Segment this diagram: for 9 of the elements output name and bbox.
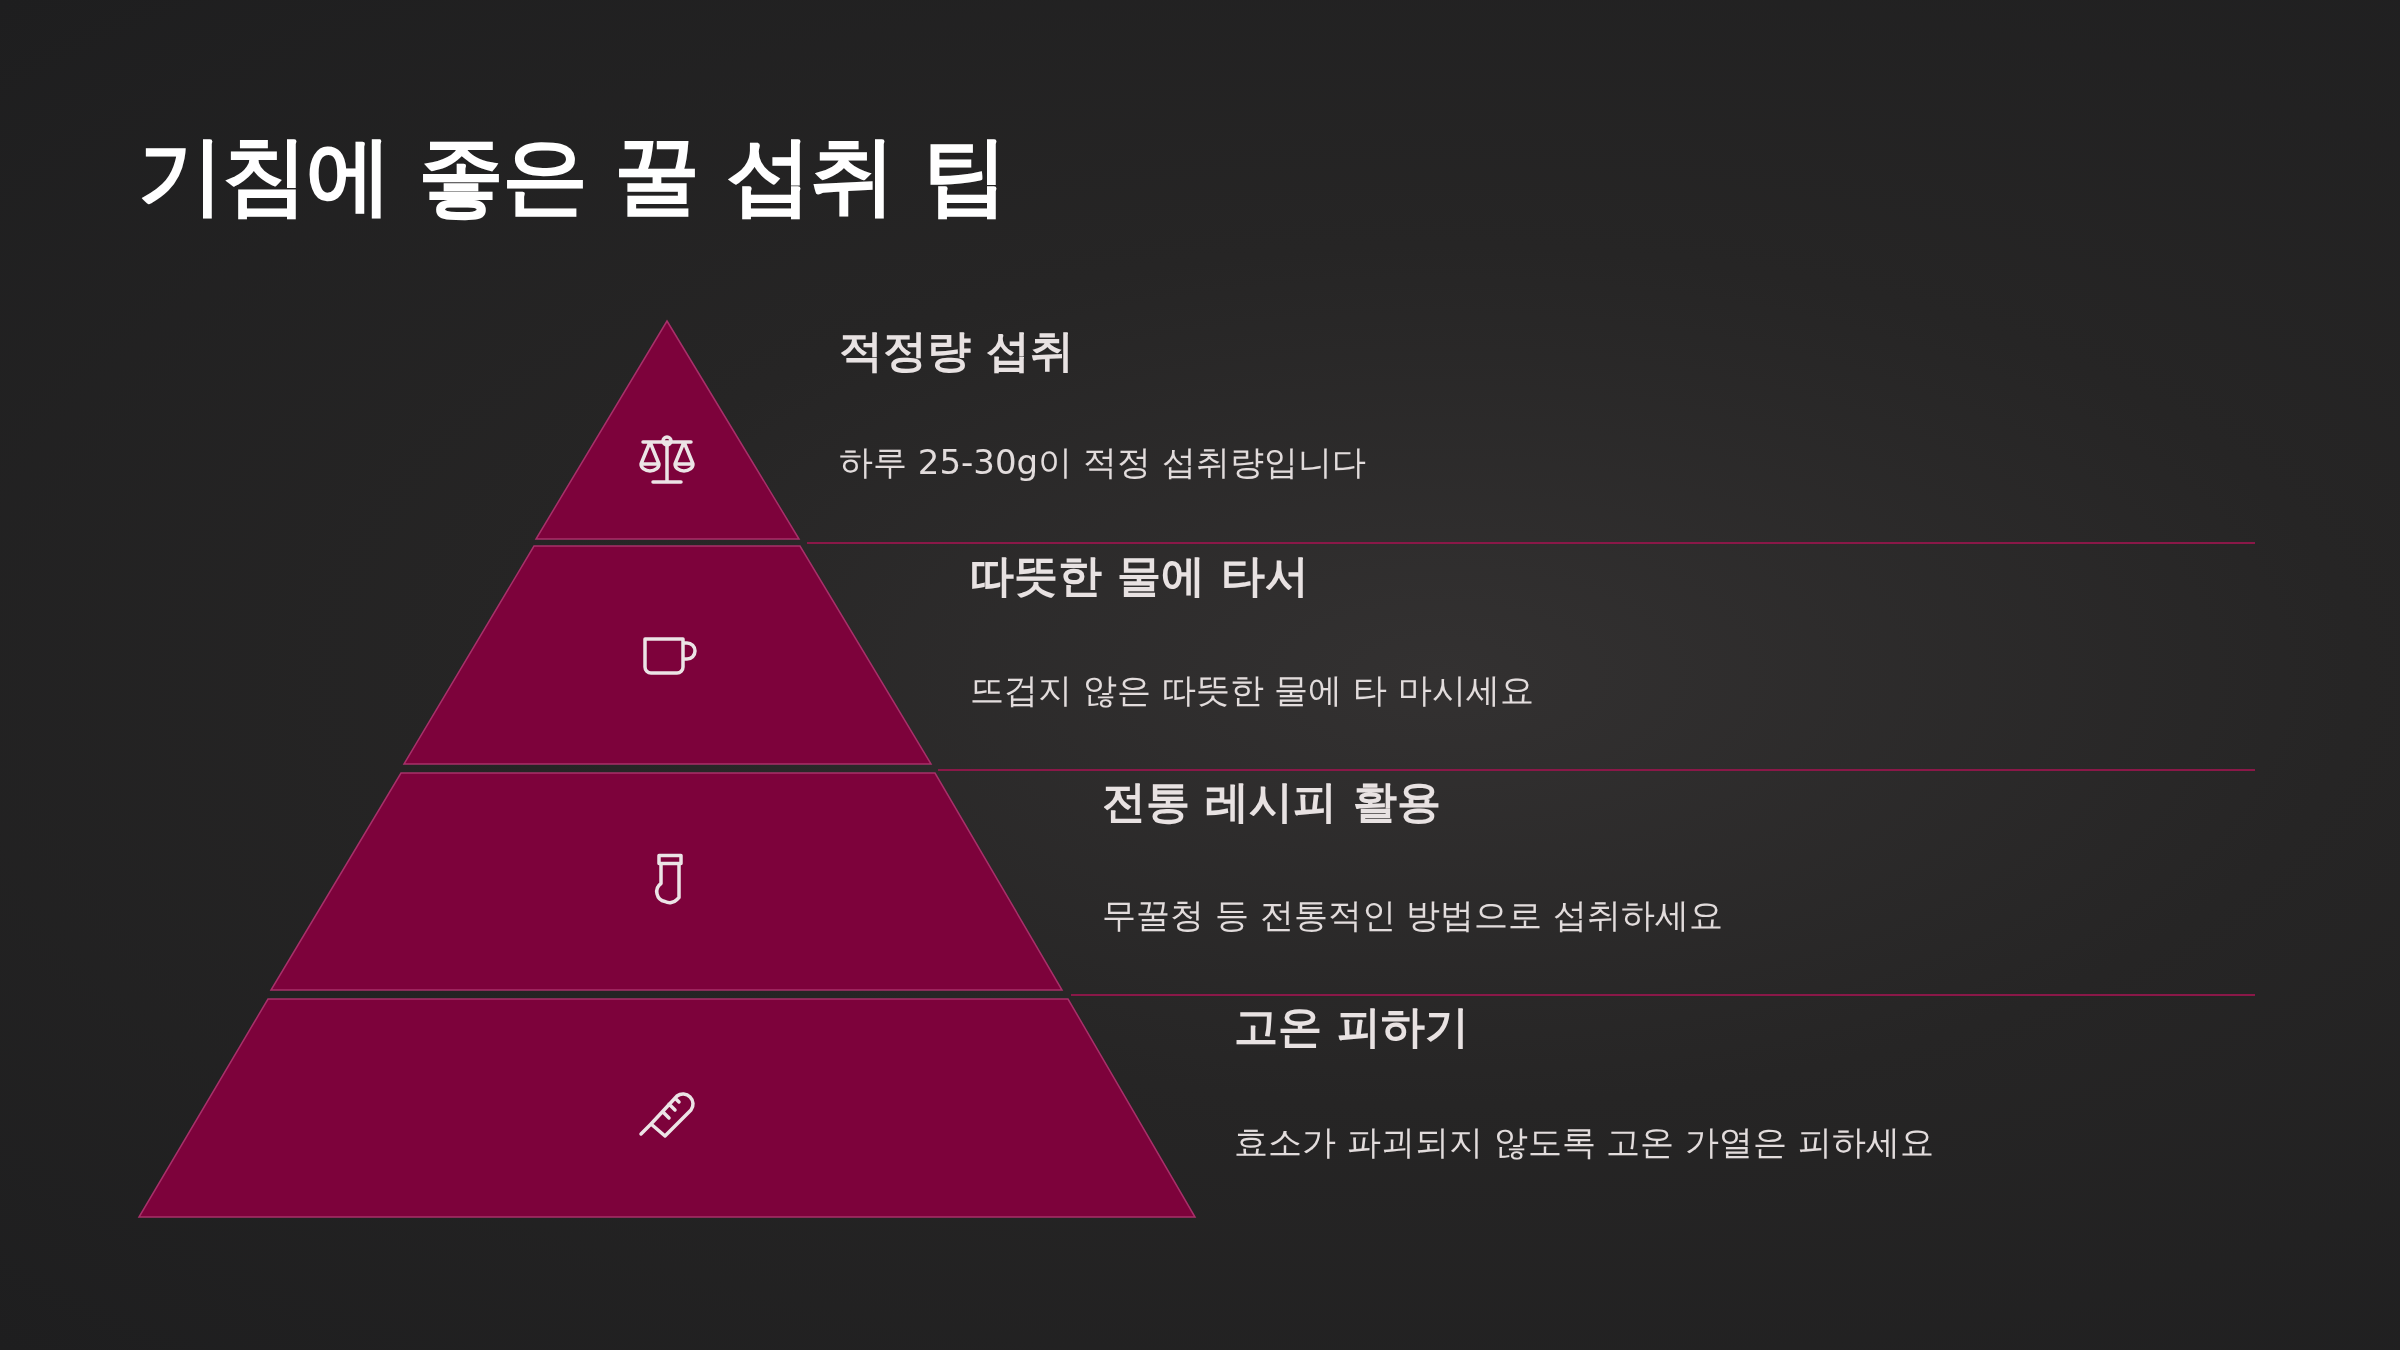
tier-heading: 고온 피하기 xyxy=(1234,1000,1470,1054)
tier-heading: 따뜻한 물에 타서 xyxy=(970,549,1309,603)
tier-description: 무꿀청 등 전통적인 방법으로 섭취하세요 xyxy=(1102,894,1724,937)
tier-description: 하루 25-30g이 적정 섭취량입니다 xyxy=(839,441,1366,484)
tier-heading: 적정량 섭취 xyxy=(839,324,1075,378)
title: 기침에 좋은 꿀 섭취 팁 xyxy=(138,124,1006,227)
tier-description: 뜨겁지 않은 따뜻한 물에 타 마시세요 xyxy=(970,669,1535,712)
tier-description: 효소가 파괴되지 않도록 고온 가열은 피하세요 xyxy=(1234,1121,1935,1164)
tier-heading: 전통 레시피 활용 xyxy=(1102,775,1441,829)
